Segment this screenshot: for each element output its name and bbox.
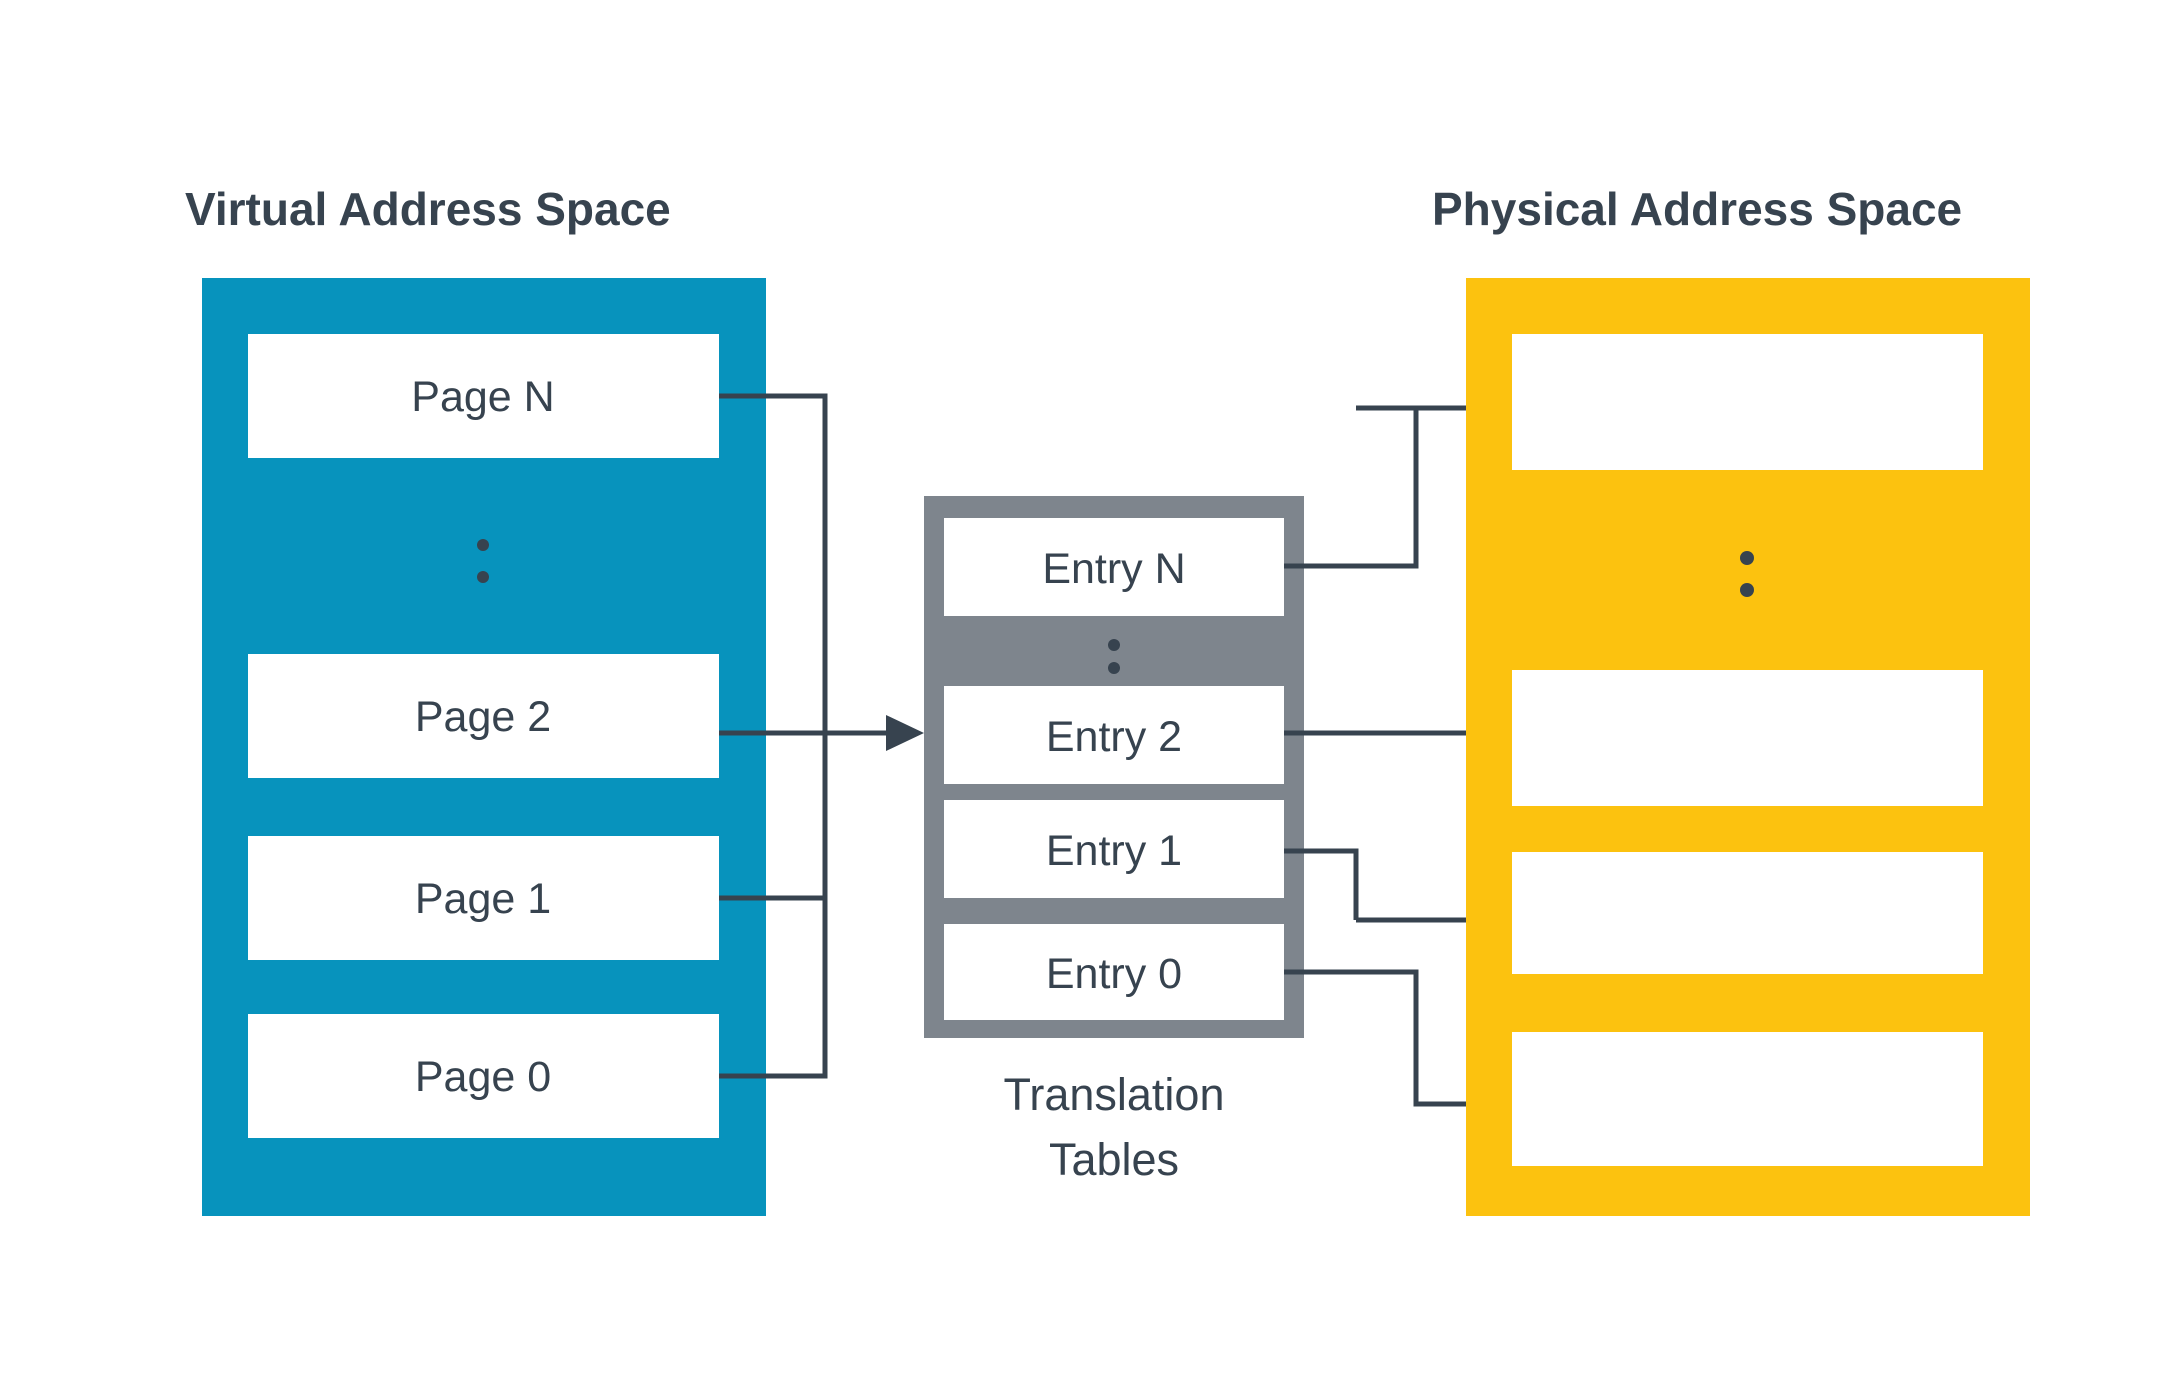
- translation-tables-caption-line1: Translation: [1004, 1069, 1225, 1120]
- connector-page-n-to-entry-2: [719, 393, 828, 733]
- physical-frame-slot-0[interactable]: [1512, 1032, 1983, 1166]
- virtual-page-box: [248, 334, 719, 458]
- table-entry-slot-entry-0[interactable]: Entry 0: [944, 924, 1284, 1020]
- virtual-page-box: [248, 654, 719, 778]
- connector-entry-0-to-frame-0: [1284, 969, 1488, 1107]
- table-entry-label-0: Entry 0: [1046, 950, 1182, 998]
- virtual-page-label-1: Page 1: [415, 875, 551, 923]
- physical-frame-box: [1512, 670, 1983, 806]
- connector-entry-1-bus: [1284, 848, 1359, 920]
- table-entry-box: [944, 686, 1284, 784]
- table-entry-slot-entry-n[interactable]: Entry N: [944, 518, 1284, 616]
- table-entry-label-n: Entry N: [1042, 545, 1185, 593]
- physical-frame-slot-1[interactable]: [1512, 852, 1983, 974]
- virtual-page-slot-page-0[interactable]: Page 0: [248, 1014, 719, 1138]
- virtual-page-slot-page-1[interactable]: Page 1: [248, 836, 719, 960]
- virtual-page-box: [248, 836, 719, 960]
- table-entry-box: [944, 518, 1284, 616]
- page-title-virtual-address-space: Virtual Address Space: [185, 183, 671, 235]
- virtual-address-space-panel: Page N Page 2 Page 1 Page 0: [202, 278, 766, 1216]
- table-entry-slot-entry-2[interactable]: Entry 2: [944, 686, 1284, 784]
- table-entry-box: [944, 924, 1284, 1020]
- physical-frame-slot-3[interactable]: [1512, 334, 1983, 470]
- physical-ellipsis-icon: [1740, 551, 1754, 597]
- table-entry-box: [944, 800, 1284, 898]
- physical-address-space-panel: [1466, 278, 2030, 1216]
- physical-frame-box: [1512, 1032, 1983, 1166]
- physical-frame-box: [1512, 334, 1983, 470]
- virtual-page-box: [248, 1014, 719, 1138]
- table-entry-label-1: Entry 1: [1046, 827, 1182, 875]
- table-ellipsis-icon: [1108, 639, 1120, 674]
- connectors-virtual-to-table: [719, 393, 924, 1079]
- physical-frame-slot-2[interactable]: [1512, 670, 1983, 806]
- connector-page-0-to-entry-2: [719, 733, 828, 1079]
- translation-tables-caption-line2: Tables: [1049, 1134, 1179, 1185]
- page-title-physical-address-space: Physical Address Space: [1432, 183, 1962, 235]
- virtual-page-slot-page-2[interactable]: Page 2: [248, 654, 719, 778]
- virtual-page-label-2: Page 2: [415, 693, 551, 741]
- table-entry-slot-entry-1[interactable]: Entry 1: [944, 800, 1284, 898]
- arrowhead-page-2-to-entry-2: [886, 715, 924, 751]
- virtual-page-slot-page-n[interactable]: Page N: [248, 334, 719, 458]
- translation-tables-panel: Entry N Entry 2 Entry 1 Entry 0: [924, 496, 1304, 1185]
- virtual-ellipsis-icon: [477, 539, 489, 583]
- table-entry-label-2: Entry 2: [1046, 713, 1182, 761]
- virtual-page-label-0: Page 0: [415, 1053, 551, 1101]
- virtual-page-label-n: Page N: [411, 373, 554, 421]
- physical-frame-box: [1512, 852, 1983, 974]
